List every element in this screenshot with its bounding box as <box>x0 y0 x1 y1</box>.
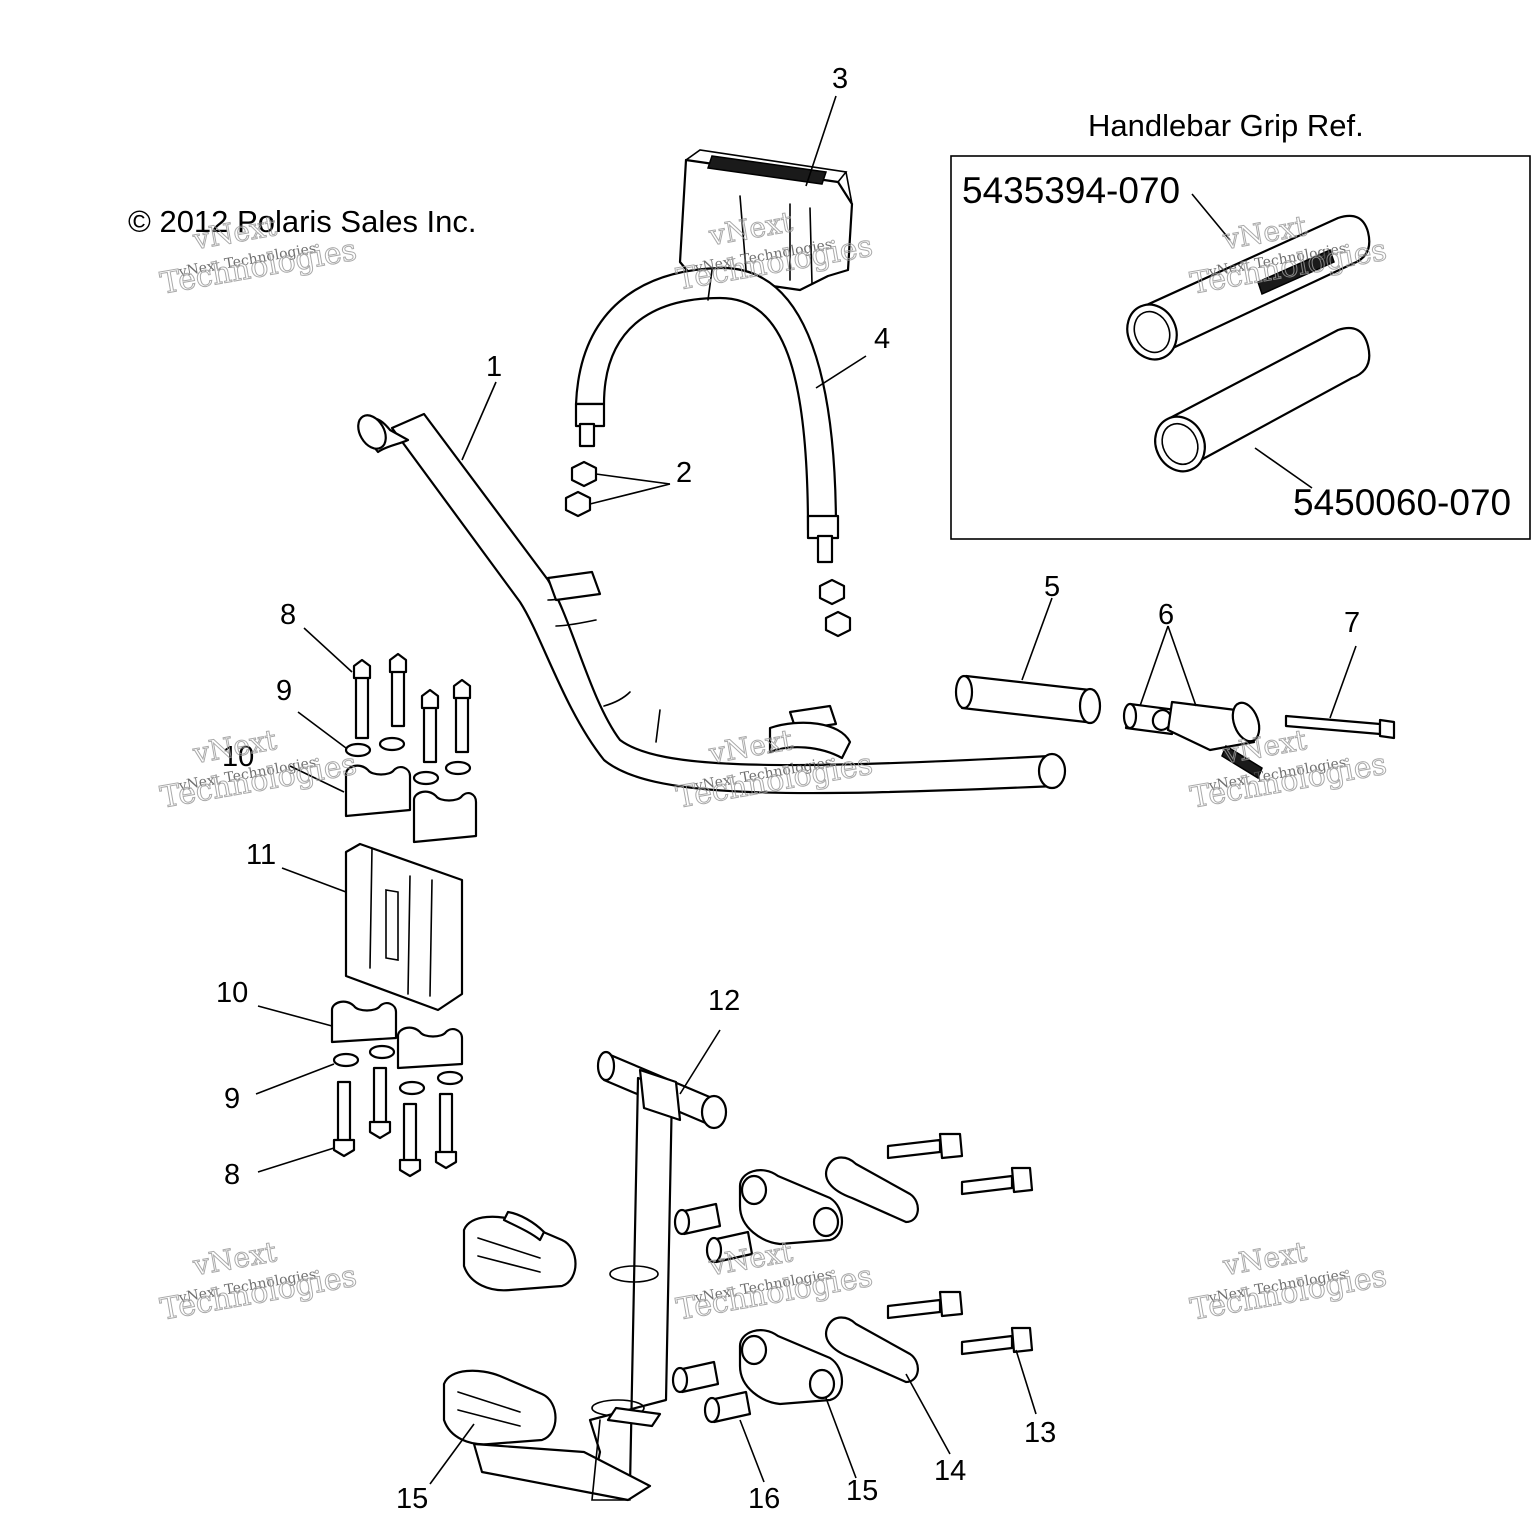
grip-ref-title: Handlebar Grip Ref. <box>1088 108 1364 143</box>
callout-15-left: 15 <box>396 1483 428 1515</box>
callout-9-lower: 9 <box>224 1083 240 1115</box>
callout-labels: 3 4 1 2 5 6 7 8 9 10 11 10 9 8 12 13 14 … <box>216 63 1360 1515</box>
bushings <box>671 1202 765 1483</box>
callout-3: 3 <box>832 63 848 95</box>
copyright-text: © 2012 Polaris Sales Inc. <box>128 204 477 239</box>
callout-10-lower: 10 <box>216 977 248 1009</box>
callout-11: 11 <box>246 839 276 871</box>
callout-8-upper: 8 <box>280 599 296 631</box>
handlebar <box>357 381 1067 795</box>
handlebar-pad <box>678 95 854 292</box>
callout-10-upper: 10 <box>222 741 254 773</box>
callout-15-right: 15 <box>846 1475 878 1507</box>
grip-right <box>1154 326 1371 489</box>
upper-bolts <box>303 627 472 764</box>
callout-1: 1 <box>486 351 502 383</box>
grip-reference-panel: Handlebar Grip Ref. 5435394-070 5450060-… <box>950 108 1531 540</box>
callout-6: 6 <box>1158 599 1174 631</box>
grip-left <box>1126 193 1371 361</box>
bar-end-tube <box>954 597 1102 725</box>
upper-washers <box>297 711 472 786</box>
watermark-8: vNext vNext Technologies Technologies <box>673 1235 876 1329</box>
lower-bracket-right-2 <box>738 1329 857 1479</box>
callout-12: 12 <box>708 985 740 1017</box>
watermark-9: vNext vNext Technologies Technologies <box>1187 1235 1390 1329</box>
callout-7: 7 <box>1344 607 1360 639</box>
lower-bracket-right <box>738 1169 844 1246</box>
callout-2: 2 <box>676 457 692 489</box>
callout-13: 13 <box>1024 1417 1056 1449</box>
callout-4: 4 <box>874 323 890 355</box>
bar-end-weights <box>1122 625 1263 780</box>
watermark-4: vNext vNext Technologies Technologies <box>157 723 360 817</box>
clamp-plates <box>825 1156 951 1455</box>
callout-9-upper: 9 <box>276 675 292 707</box>
upper-clamps <box>289 764 478 844</box>
clamp-bolts <box>886 1132 1037 1415</box>
lower-washers <box>255 1044 464 1096</box>
riser-block <box>281 842 464 1012</box>
upper-clamp-stack <box>289 627 478 844</box>
callout-5: 5 <box>1044 571 1060 603</box>
handlebar-crossbar <box>574 266 867 564</box>
callout-16: 16 <box>748 1483 780 1515</box>
lower-clamps <box>257 1000 464 1070</box>
callout-14: 14 <box>934 1455 966 1487</box>
lower-bolts <box>257 1066 458 1178</box>
lower-clamp-stack <box>255 1000 464 1178</box>
lower-bracket-left <box>462 1210 577 1292</box>
grip-part-number-2: 5450060-070 <box>1293 482 1511 523</box>
watermark-7: vNext vNext Technologies Technologies <box>157 1235 360 1329</box>
grip-part-number-1: 5435394-070 <box>962 170 1180 211</box>
steering-post <box>472 1029 728 1502</box>
nuts <box>564 460 852 638</box>
watermarks: vNext vNext Technologies Technologies vN… <box>157 205 1390 1329</box>
callout-8-lower: 8 <box>224 1159 240 1191</box>
lower-bracket-left-2 <box>429 1369 557 1485</box>
bar-end-bolt <box>1284 645 1396 740</box>
grip-ref-box <box>950 155 1531 540</box>
